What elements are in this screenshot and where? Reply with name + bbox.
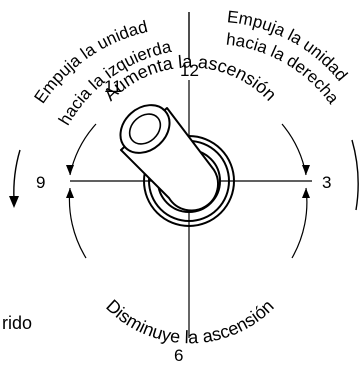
cropped-text-line1: rido xyxy=(2,313,33,333)
clock-9-label: 9 xyxy=(36,173,45,192)
joystick-handle xyxy=(119,104,219,212)
upper-left-arc xyxy=(69,123,97,176)
clock-6-label: 6 xyxy=(174,346,183,365)
left-outer-arc xyxy=(13,149,21,201)
cropped-text: rido xyxy=(2,312,32,334)
left-arrowhead-down xyxy=(66,188,74,198)
clock-11-label: 11 xyxy=(104,77,122,96)
right-outer-arc xyxy=(351,139,359,211)
right-arrowhead-down xyxy=(302,188,310,198)
left-arrowhead-up xyxy=(66,165,74,175)
clock-12-label: 12 xyxy=(180,61,199,80)
left-outer-arrowhead xyxy=(9,196,19,208)
decrease-ascension-label: Disminuye la ascensión xyxy=(102,296,277,348)
clock-3-label: 3 xyxy=(322,173,331,192)
right-arrowhead-up xyxy=(302,165,310,175)
lower-left-arc xyxy=(68,187,87,259)
lower-right-arc xyxy=(291,187,308,259)
upper-right-arc xyxy=(281,123,307,176)
